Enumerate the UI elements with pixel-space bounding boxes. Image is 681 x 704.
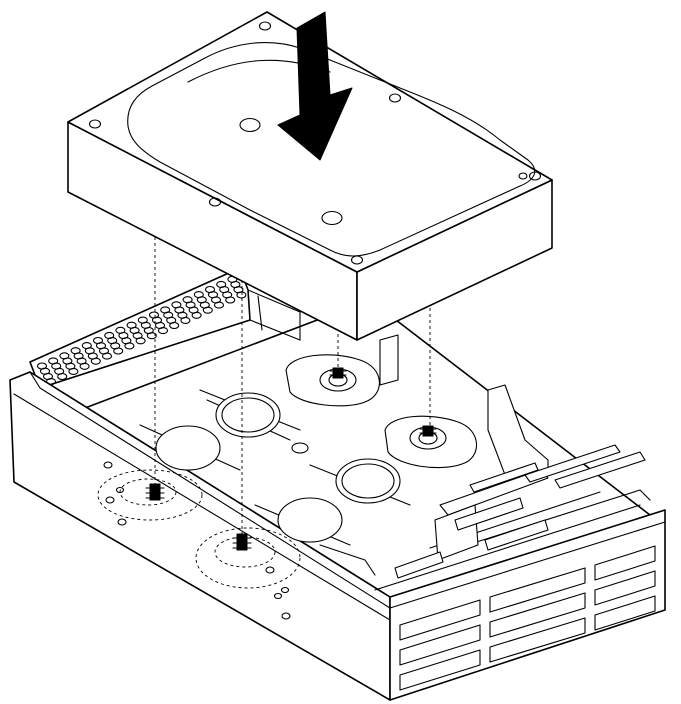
floor-ring-mounts [139, 389, 411, 576]
bracket-front-panel [9, 371, 391, 701]
right-rails [394, 444, 646, 579]
vent-hole [101, 352, 113, 360]
bracket-end-face [389, 509, 666, 701]
front-panel-holes [97, 461, 301, 620]
vent-hole [213, 301, 225, 309]
vent-hole [135, 337, 146, 345]
stud-rear-left [328, 367, 348, 387]
vent-hole [113, 347, 124, 355]
vent-hole [79, 362, 90, 370]
alignment-guides [154, 225, 431, 540]
hdd-screws [88, 21, 542, 265]
vent-hole [68, 367, 79, 375]
vent-hole [202, 306, 213, 314]
vent-hole [180, 316, 191, 324]
arrow-down-icon [277, 11, 353, 161]
vent-hole [90, 357, 101, 365]
stud-rear-right [418, 425, 438, 445]
vent-hole [157, 327, 169, 335]
vent-hole [57, 372, 68, 381]
end-face-slots [399, 545, 656, 691]
vent-hole [191, 311, 202, 319]
stud-front-left [145, 483, 165, 501]
vent-hole [236, 291, 247, 299]
drive-bracket [9, 267, 666, 701]
insertion-arrow [277, 11, 353, 161]
vent-hole [124, 342, 135, 350]
vent-hole [169, 321, 180, 330]
vent-holes [36, 275, 247, 386]
vent-hole [146, 332, 157, 340]
vent-hole [225, 296, 236, 304]
grommet-pads [285, 354, 478, 469]
mounting-studs [328, 367, 438, 445]
hdd-cover-plate [127, 41, 536, 257]
